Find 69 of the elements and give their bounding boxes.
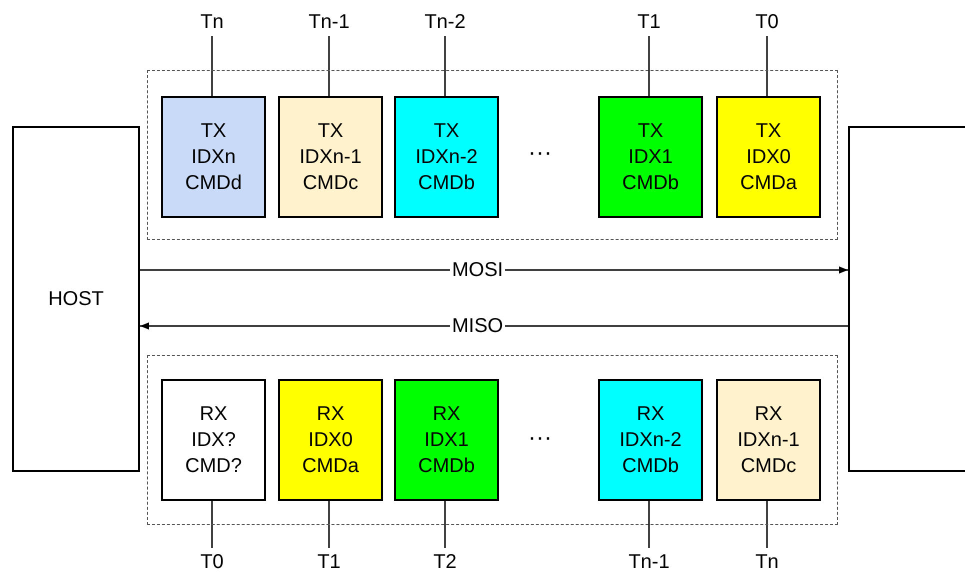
signal-arrow xyxy=(140,266,848,274)
dashed-group xyxy=(147,355,838,525)
tick-label: T1 xyxy=(637,10,661,35)
register-text: CMDb xyxy=(622,454,679,479)
register-box xyxy=(278,379,383,501)
register-text: RX xyxy=(200,402,228,427)
leader-line xyxy=(766,36,768,96)
register-text: IDX1 xyxy=(628,145,673,170)
tick-label: Tn-2 xyxy=(424,10,466,35)
register-text: IDX1 xyxy=(424,428,469,453)
leader-line xyxy=(648,501,650,548)
register-text: TX xyxy=(200,119,226,144)
dashed-group xyxy=(147,70,838,240)
leader-line xyxy=(444,501,446,548)
ellipsis: ··· xyxy=(528,140,552,166)
register-box xyxy=(598,379,703,501)
tick-label: Tn xyxy=(755,550,779,572)
register-text: RX xyxy=(316,402,344,427)
register-text: CMDd xyxy=(185,171,242,196)
tick-label: T1 xyxy=(317,550,341,572)
register-text: IDX0 xyxy=(308,428,353,453)
leader-line xyxy=(328,36,330,96)
register-box xyxy=(716,379,821,501)
register-text: CMDc xyxy=(302,171,358,196)
leader-line xyxy=(211,501,213,548)
tick-label: T0 xyxy=(755,10,779,35)
register-text: IDXn xyxy=(191,145,236,170)
host-box xyxy=(12,126,140,472)
leader-line xyxy=(211,36,213,96)
tick-label: Tn-1 xyxy=(308,10,350,35)
ellipsis: ··· xyxy=(528,425,552,451)
register-text: CMDb xyxy=(622,171,679,196)
device-box xyxy=(848,126,965,472)
tick-label: T2 xyxy=(433,550,457,572)
register-text: CMDc xyxy=(740,454,796,479)
register-text: RX xyxy=(754,402,782,427)
register-box xyxy=(161,96,266,218)
register-text: IDX0 xyxy=(746,145,791,170)
register-box xyxy=(598,96,703,218)
register-text: CMDb xyxy=(418,454,475,479)
register-box xyxy=(278,96,383,218)
register-box xyxy=(394,96,499,218)
leader-line xyxy=(766,501,768,548)
register-box xyxy=(394,379,499,501)
tick-label: Tn-1 xyxy=(628,550,670,572)
register-text: CMD? xyxy=(185,454,242,479)
register-text: IDXn-2 xyxy=(619,428,682,453)
register-text: CMDb xyxy=(418,171,475,196)
register-text: CMDa xyxy=(740,171,797,196)
leader-line xyxy=(648,36,650,96)
register-box xyxy=(161,379,266,501)
register-text: TX xyxy=(434,119,460,144)
tick-label: Tn xyxy=(200,10,224,35)
register-text: IDX? xyxy=(191,428,236,453)
leader-line xyxy=(444,36,446,96)
signal-arrow xyxy=(140,322,848,330)
leader-line xyxy=(328,501,330,548)
register-text: CMDa xyxy=(302,454,359,479)
register-text: IDXn-1 xyxy=(299,145,362,170)
register-text: TX xyxy=(318,119,344,144)
register-text: TX xyxy=(638,119,664,144)
register-text: RX xyxy=(636,402,664,427)
tick-label: T0 xyxy=(200,550,224,572)
register-text: IDXn-2 xyxy=(415,145,478,170)
host-label: HOST xyxy=(48,287,104,312)
register-text: TX xyxy=(756,119,782,144)
register-box xyxy=(716,96,821,218)
register-text: RX xyxy=(432,402,460,427)
register-text: IDXn-1 xyxy=(737,428,800,453)
